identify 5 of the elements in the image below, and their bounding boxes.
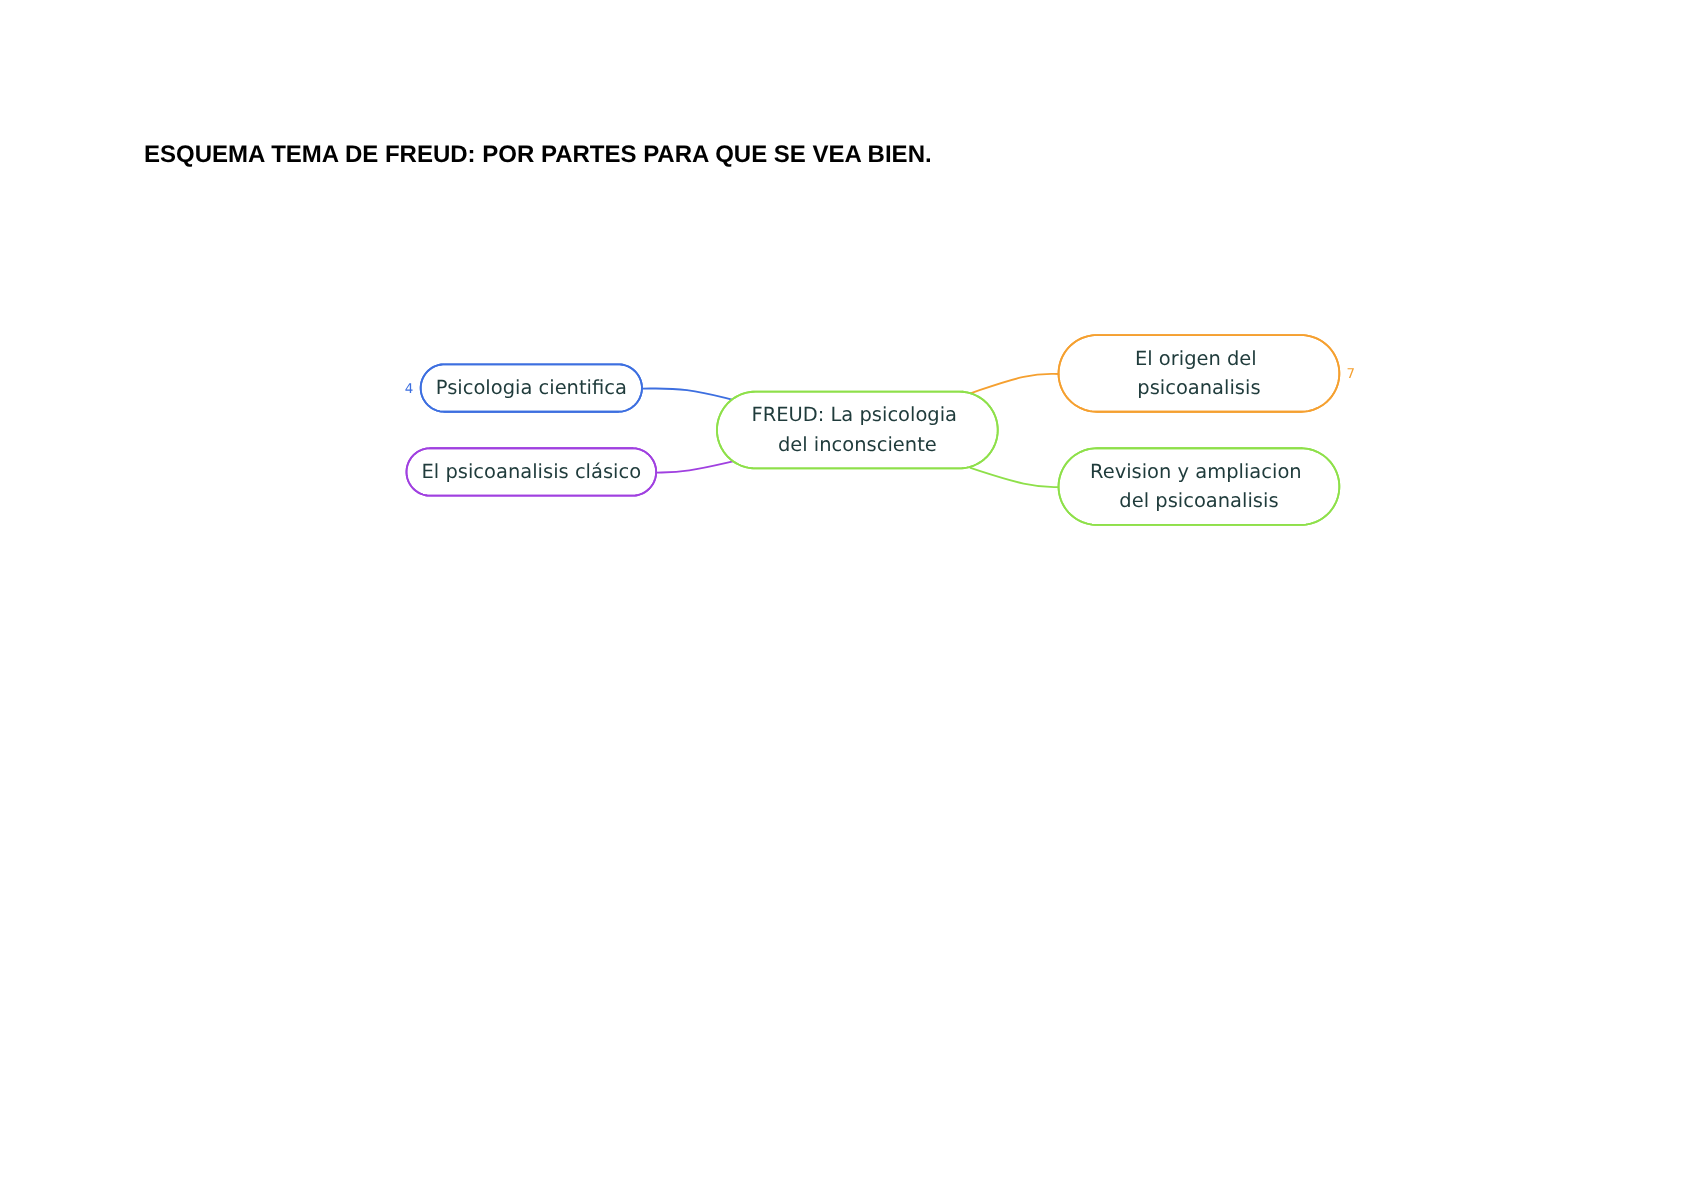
connector <box>655 460 734 474</box>
connector <box>968 372 1061 395</box>
connector <box>641 387 734 401</box>
connector <box>968 466 1061 489</box>
title: ESQUEMA TEMA DE FREUD: POR PARTES PARA QUE SE VEA BIEN. <box>144 140 932 168</box>
